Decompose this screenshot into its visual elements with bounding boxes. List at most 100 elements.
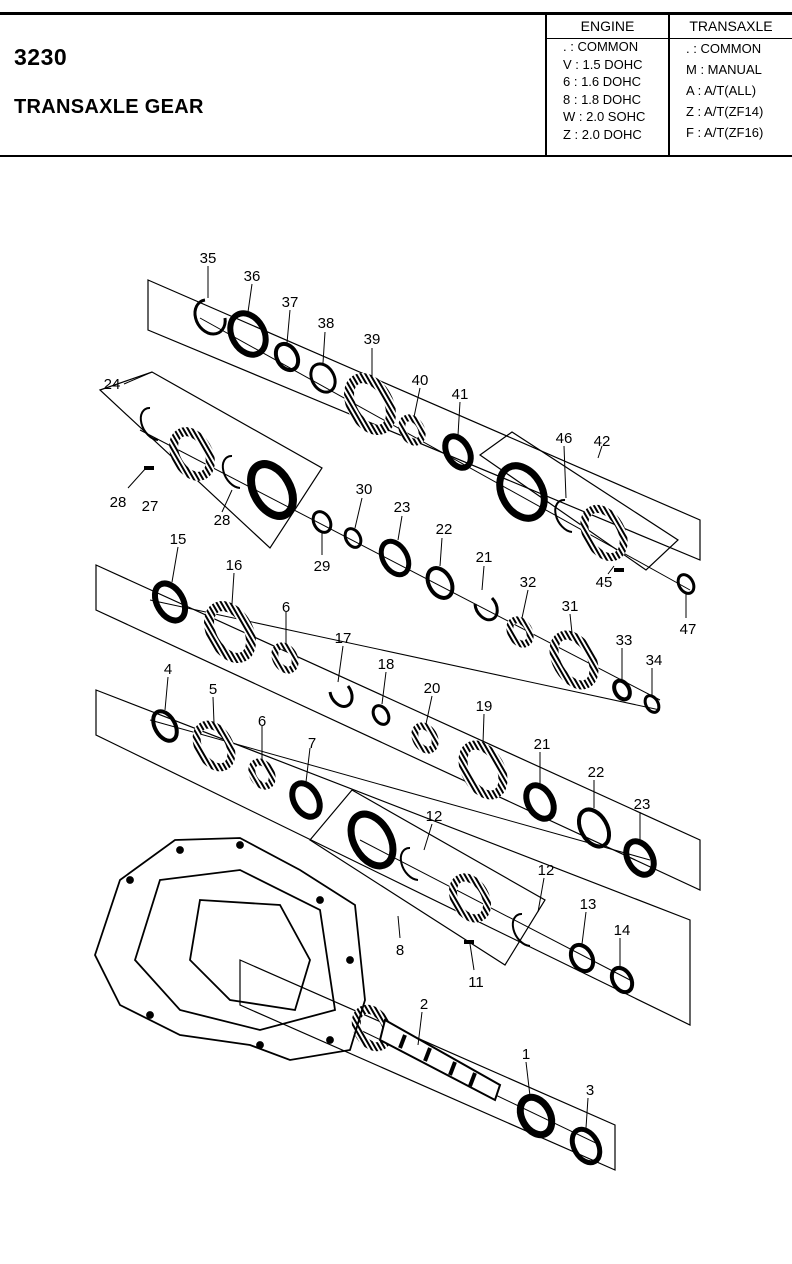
sleeve-8 [347,810,397,870]
callout-22: 22 [436,521,453,538]
needle-bearing-20 [411,722,439,754]
axis-line [359,839,631,981]
group-box-24 [98,371,323,549]
group-box-12 [309,789,546,966]
transaxle-heading: TRANSAXLE [689,18,773,34]
needle-bearing-32 [506,616,534,648]
header: 3230 TRANSAXLE GEAR ENGINE . : COMMON V … [0,0,792,158]
section-title: TRANSAXLE GEAR [14,96,204,118]
diagram-svg: 35 36 37 38 39 40 41 24 28 27 28 29 30 2… [94,250,701,1171]
group-box-middle [95,564,701,891]
callout-17: 17 [335,630,352,647]
table-mid-border [668,13,670,156]
callout-18: 18 [378,656,395,673]
callout-8: 8 [396,942,404,959]
top-border [0,12,792,15]
ring-30 [343,527,363,549]
engine-row: Z : 2.0 DOHC [563,126,642,142]
table-left-border [545,13,547,156]
transaxle-row: F : A/T(ZF16) [686,125,764,140]
group-box-upper [147,279,701,561]
callout-45: 45 [596,574,613,591]
ring-21b [523,782,557,822]
ring-18 [371,704,391,726]
callout-15: 15 [170,531,187,548]
needle-bearing-40 [398,414,426,446]
bottom-border [0,155,792,157]
needle-bearing-6b [248,758,276,790]
ring-23b [623,838,657,878]
key-27 [144,466,154,470]
bearing-1 [516,1093,556,1139]
callout-7: 7 [308,735,316,752]
engine-row: 6 : 1.6 DOHC [563,74,642,89]
section-code: 3230 [14,44,68,70]
callout-14: 14 [614,922,631,939]
needle-bearing-6 [271,642,299,674]
callout-21: 21 [476,549,493,566]
gear-39 [344,373,396,435]
callout-31: 31 [562,598,579,615]
axis-line [149,599,661,711]
callout-16: 16 [226,557,243,574]
key-45 [614,568,624,572]
callout-39: 39 [364,331,381,348]
callout-3: 3 [586,1082,594,1099]
ring-33 [612,678,632,702]
transaxle-row: Z : A/T(ZF14) [686,104,764,119]
ring-13 [568,942,596,974]
synchro-hub-24 [169,427,215,481]
callout-13: 13 [580,896,597,913]
ring-15 [151,580,189,624]
sleeve-42 [496,462,548,522]
gear-19 [458,740,508,800]
callout-34: 34 [646,652,663,669]
callout-37: 37 [282,294,299,311]
hub-42 [580,504,628,562]
callout-40: 40 [412,372,429,389]
callout-2: 2 [420,996,428,1013]
exploded-parts-diagram: 35 36 37 38 39 40 41 24 28 27 28 29 30 2… [0,158,792,1259]
callout-4: 4 [164,661,172,678]
callout-5: 5 [209,681,217,698]
engine-row: W : 2.0 SOHC [563,109,646,124]
callout-29: 29 [314,558,331,575]
snap-ring-35 [193,298,227,336]
ring-4 [151,709,179,743]
callout-21: 21 [534,736,551,753]
gear-16 [204,601,256,663]
key-11 [464,940,474,944]
engine-column: ENGINE . : COMMON V : 1.5 DOHC 6 : 1.6 D… [547,14,668,143]
callout-24: 24 [104,376,121,393]
table-header-rule [545,38,792,39]
ring-22 [425,566,455,600]
ring-14 [609,965,635,995]
transaxle-column: TRANSAXLE . : COMMON M : MANUAL A : A/T(… [670,14,792,143]
ring-22b [576,807,612,849]
callout-42: 42 [594,433,611,450]
ring-23 [378,538,412,578]
callout-1: 1 [522,1046,530,1063]
callout-11: 11 [468,974,484,991]
ring-17 [328,685,354,708]
ring-29 [311,510,333,534]
callout-32: 32 [520,574,537,591]
input-shaft-2 [351,1004,502,1102]
spring-46 [554,498,573,533]
engine-heading: ENGINE [580,18,635,34]
ring-37 [273,341,301,373]
ring-7 [289,780,323,820]
engine-row: V : 1.5 DOHC [563,56,643,72]
callout-6: 6 [258,713,266,730]
callout-12: 12 [426,808,443,825]
callout-19: 19 [476,698,493,715]
callout-20: 20 [424,680,441,697]
callout-23: 23 [634,796,651,813]
callout-23: 23 [394,499,411,516]
callout-46: 46 [556,430,573,447]
callout-27: 27 [142,498,159,515]
snap-ring-28b [221,454,241,489]
snap-ring-28 [139,406,159,441]
callout-38: 38 [318,315,335,332]
callout-28: 28 [214,512,231,529]
